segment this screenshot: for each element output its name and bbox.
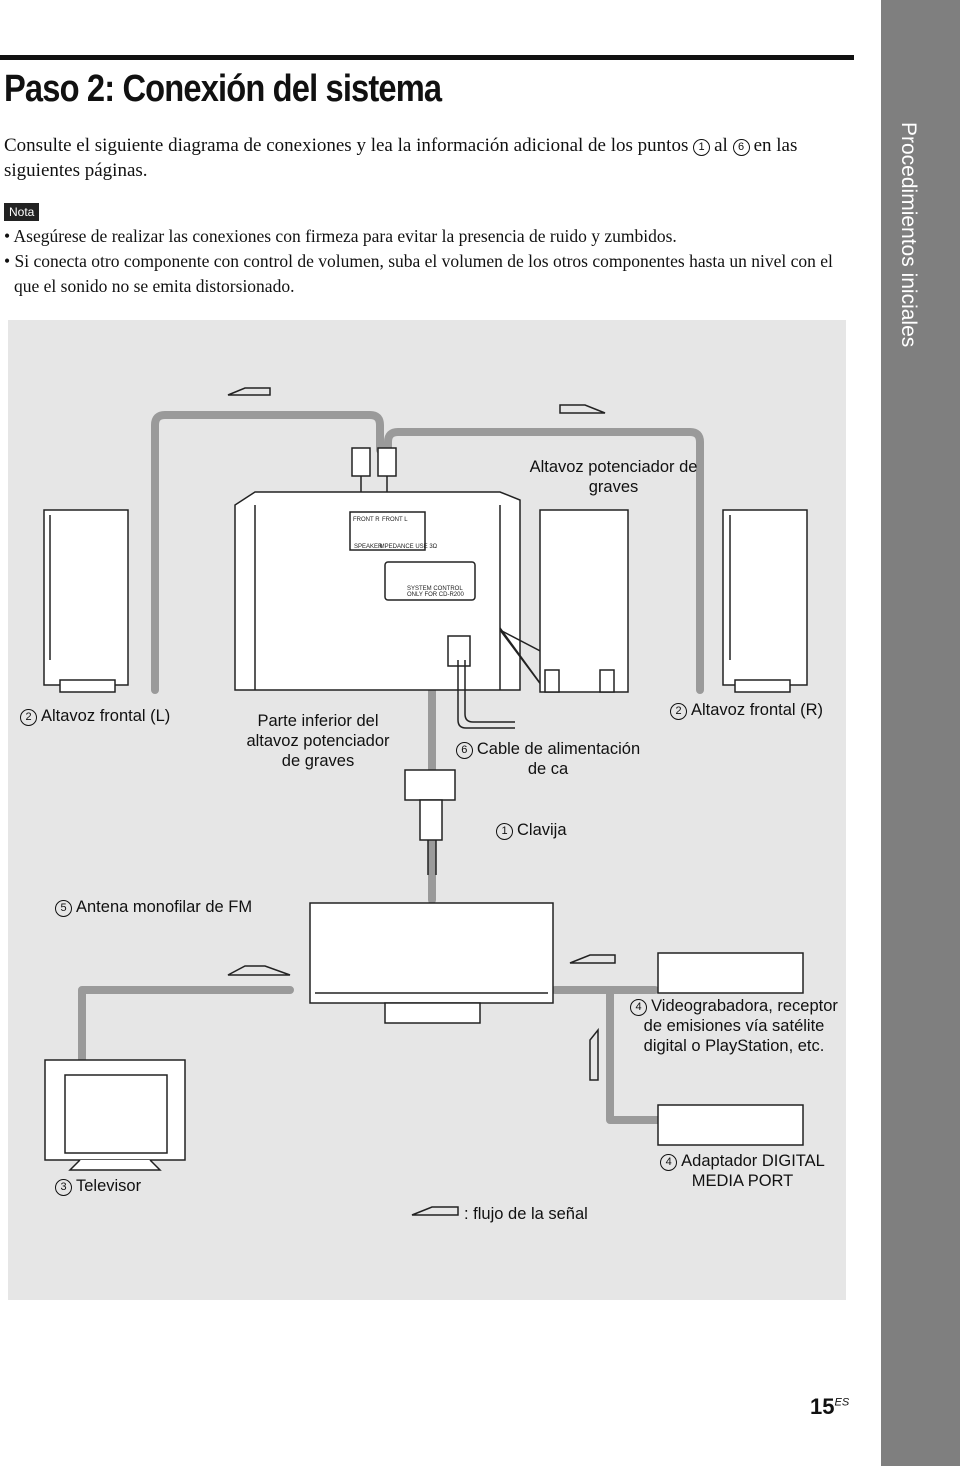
arrow-icon [589,1027,599,1081]
panel-label-speaker: SPEAKER [354,544,383,550]
panel-labels: FRONT R FRONT L SPEAKER IMPEDANCE USE 3Ω… [353,517,464,598]
plug-text: Clavija [517,821,567,839]
number-marker: 3 [55,1179,72,1196]
connection-diagram: FRONT R FRONT L SPEAKER IMPEDANCE USE 3Ω… [8,320,846,1300]
number-marker: 2 [20,709,37,726]
page-number-value: 15 [810,1394,835,1419]
vcr-text: Videograbadora, receptor de emisiones ví… [643,997,838,1055]
power-cable-text: Cable de alimentación de ca [476,740,641,778]
panel-label-system-control: SYSTEM CONTROL [407,586,463,592]
note-badge: Nota [4,203,40,221]
speaker-plugs [351,447,397,505]
plug-icon [351,447,371,477]
section-sidebar [881,0,960,1466]
subwoofer-rear-panel [234,491,521,691]
arrow-icon [227,965,291,976]
cable-adapter [606,986,664,1124]
front-speaker-left [43,509,129,693]
signal-arrows [227,387,616,1216]
panel-label-front-r: FRONT R [353,517,380,523]
front-right-text: Altavoz frontal (R) [691,701,824,719]
page-number-suffix: ES [834,1396,850,1409]
arrow-icon [559,404,606,414]
power-inlet [447,635,471,667]
number-marker: 2 [670,703,687,720]
number-marker: 4 [630,999,648,1016]
note-item: • Asegúrese de realizar las conexiones c… [4,226,677,246]
number-marker: 6 [455,742,473,759]
front-speaker-right [722,509,808,693]
number-marker: 6 [732,139,750,156]
main-unit [309,902,554,1024]
cable-front-left [151,411,384,694]
subwoofer-unit [539,509,629,693]
panel-label-front-l: FRONT L [382,517,408,523]
plug-icon [377,447,397,477]
cable-tv [78,986,294,1064]
adapter-box [657,1104,804,1146]
cable-front-right [384,428,704,694]
bottom-label: Parte inferior del altavoz potenciador d… [246,712,390,770]
intro-text: Consulte el siguiente diagrama de conexi… [4,135,689,156]
notes-list: • Asegúrese de realizar las conexiones c… [4,224,856,299]
subwoofer-label: Altavoz potenciador de graves [529,458,698,496]
sidebar-label: Procedimientos iniciales [897,122,920,348]
front-left-text: Altavoz frontal (L) [41,707,171,725]
panel-label-only-for: ONLY FOR CD-R200 [407,592,464,598]
adapter-text: Adaptador DIGITAL MEDIA PORT [681,1152,825,1190]
tv-text: Televisor [76,1177,142,1195]
top-rule [0,55,854,60]
cables [78,411,704,1124]
number-marker: 1 [496,823,513,840]
television-icon [44,1059,186,1171]
system-control-plug [404,769,456,875]
intro-paragraph: Consulte el siguiente diagrama de conexi… [4,133,854,183]
page-number: 15ES [810,1394,849,1420]
number-marker: 4 [660,1154,678,1171]
number-marker: 1 [693,139,711,156]
legend-label: : flujo de la señal [464,1205,588,1223]
arrow-icon [569,954,616,964]
page-title: Paso 2: Conexión del sistema [4,68,442,110]
note-item: • Si conecta otro componente con control… [4,251,833,296]
intro-al: al [714,135,728,156]
number-marker: 5 [55,900,72,917]
power-cable [457,660,515,729]
fm-antenna-text: Antena monofilar de FM [76,898,253,916]
panel-label-impedance: IMPEDANCE USE 3Ω [378,544,438,550]
intro-end: en las siguientes páginas. [4,135,798,181]
arrow-icon [227,387,271,396]
legend-arrow-icon [411,1206,459,1216]
vcr-box [657,952,804,994]
